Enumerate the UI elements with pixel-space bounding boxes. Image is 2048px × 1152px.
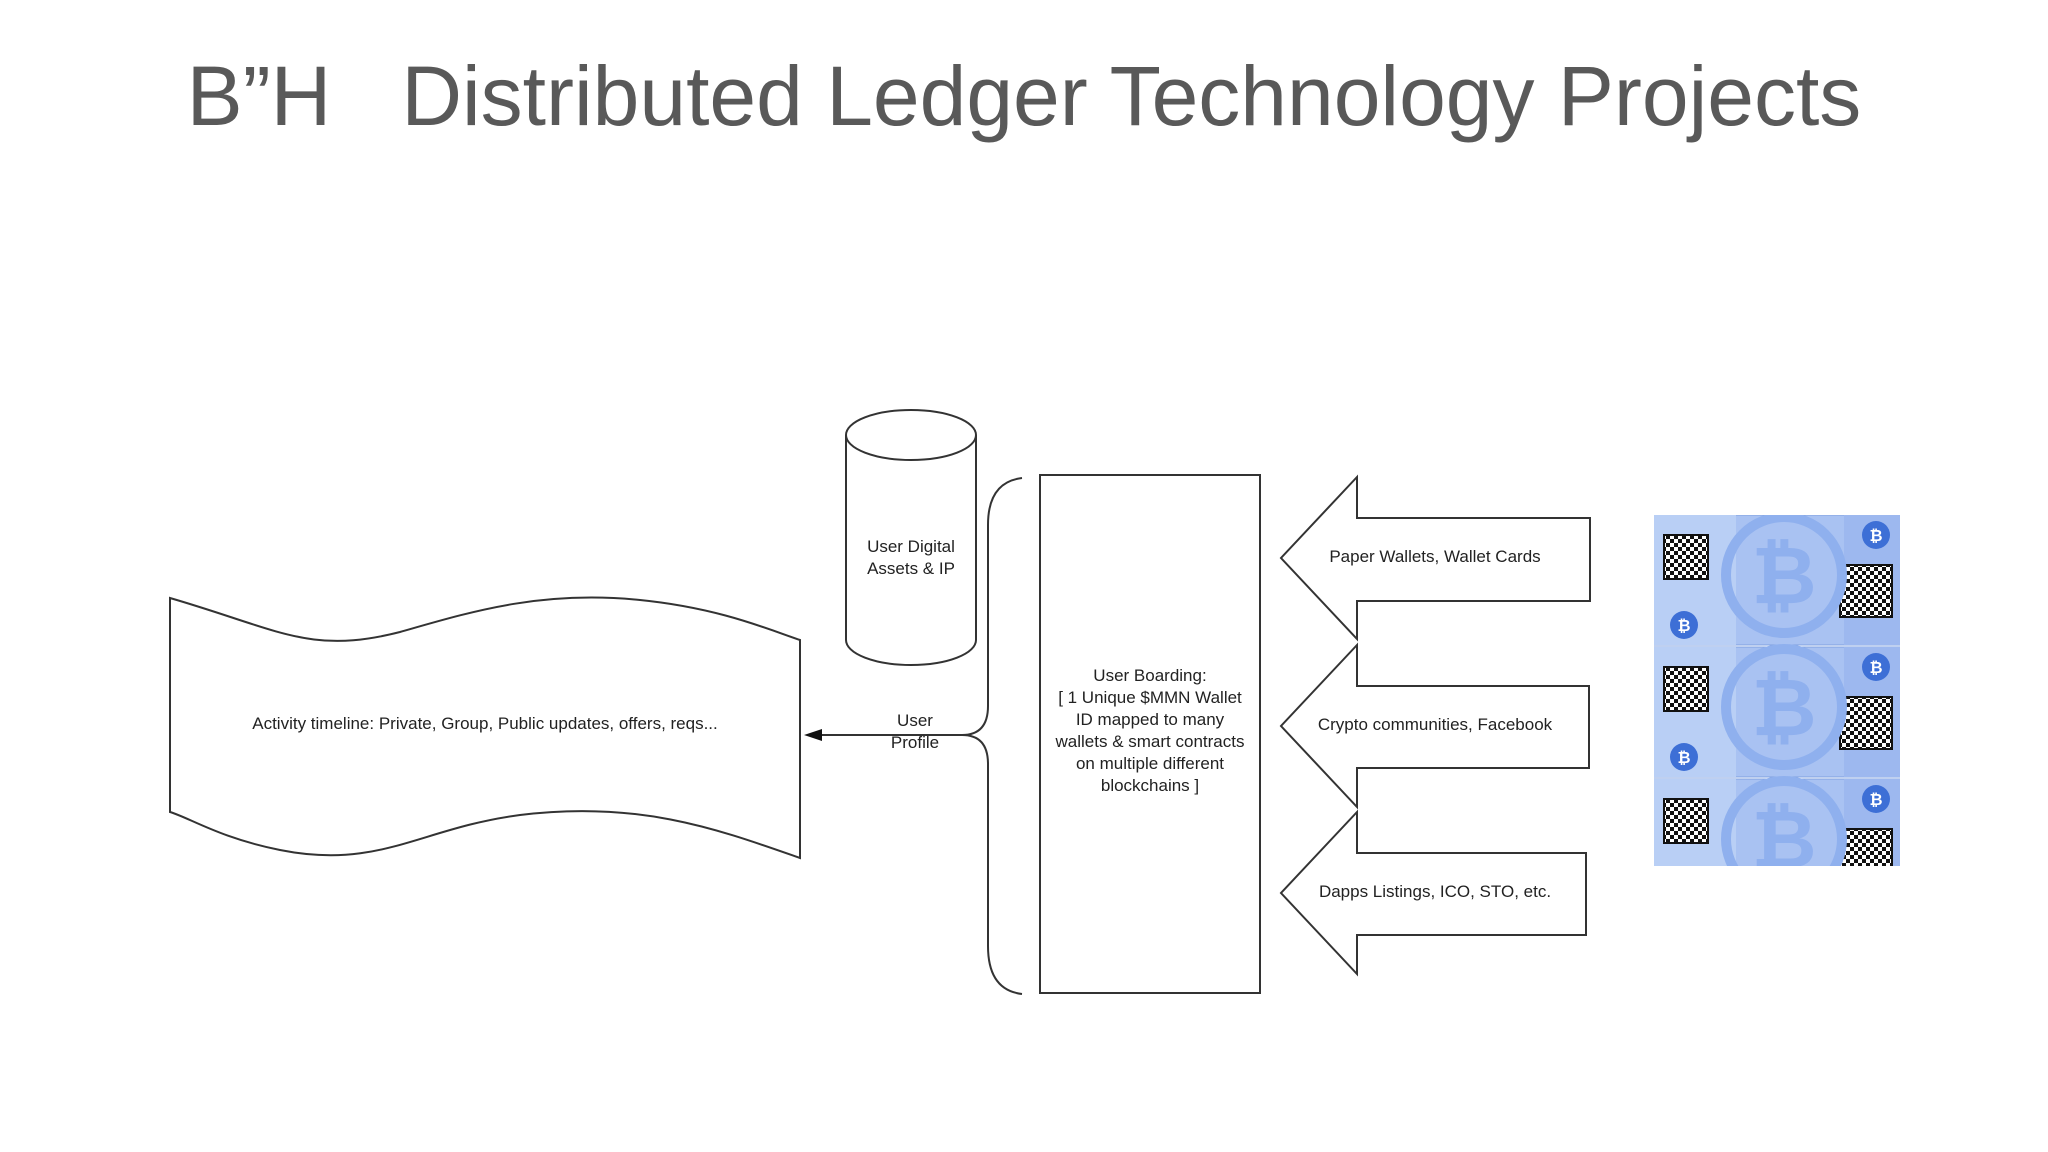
bitcoin-paper-wallet-icon: ₿ ₿ ₿ xyxy=(1654,515,1900,866)
input-arrow-3 xyxy=(1279,809,1587,977)
activity-timeline-shape xyxy=(169,596,801,860)
profile-arrow-head xyxy=(804,729,822,741)
slide-title: B”H Distributed Ledger Technology Projec… xyxy=(186,49,1862,143)
svg-text:₿: ₿ xyxy=(1869,527,1882,545)
input-label-paper-wallets: Paper Wallets, Wallet Cards xyxy=(1329,547,1541,566)
user-profile-label: User Profile xyxy=(890,711,940,752)
input-arrow-2 xyxy=(1279,642,1590,810)
activity-timeline-label: Activity timeline: Private, Group, Publi… xyxy=(252,714,718,733)
user-digital-assets-label: User Digital Assets & IP xyxy=(867,537,955,578)
input-arrow-1 xyxy=(1279,474,1591,642)
user-boarding-box xyxy=(1039,474,1261,994)
input-label-crypto-communities: Crypto communities, Facebook xyxy=(1317,715,1553,734)
svg-text:₿: ₿ xyxy=(1751,531,1816,620)
database-top xyxy=(845,409,977,461)
svg-text:₿: ₿ xyxy=(1677,617,1690,635)
user-boarding-label: User Boarding: [ 1 Unique $MMN Wallet ID… xyxy=(1055,666,1245,795)
input-label-dapps-listings: Dapps Listings, ICO, STO, etc. xyxy=(1318,882,1552,901)
digital-assets-database-shape xyxy=(845,435,977,666)
